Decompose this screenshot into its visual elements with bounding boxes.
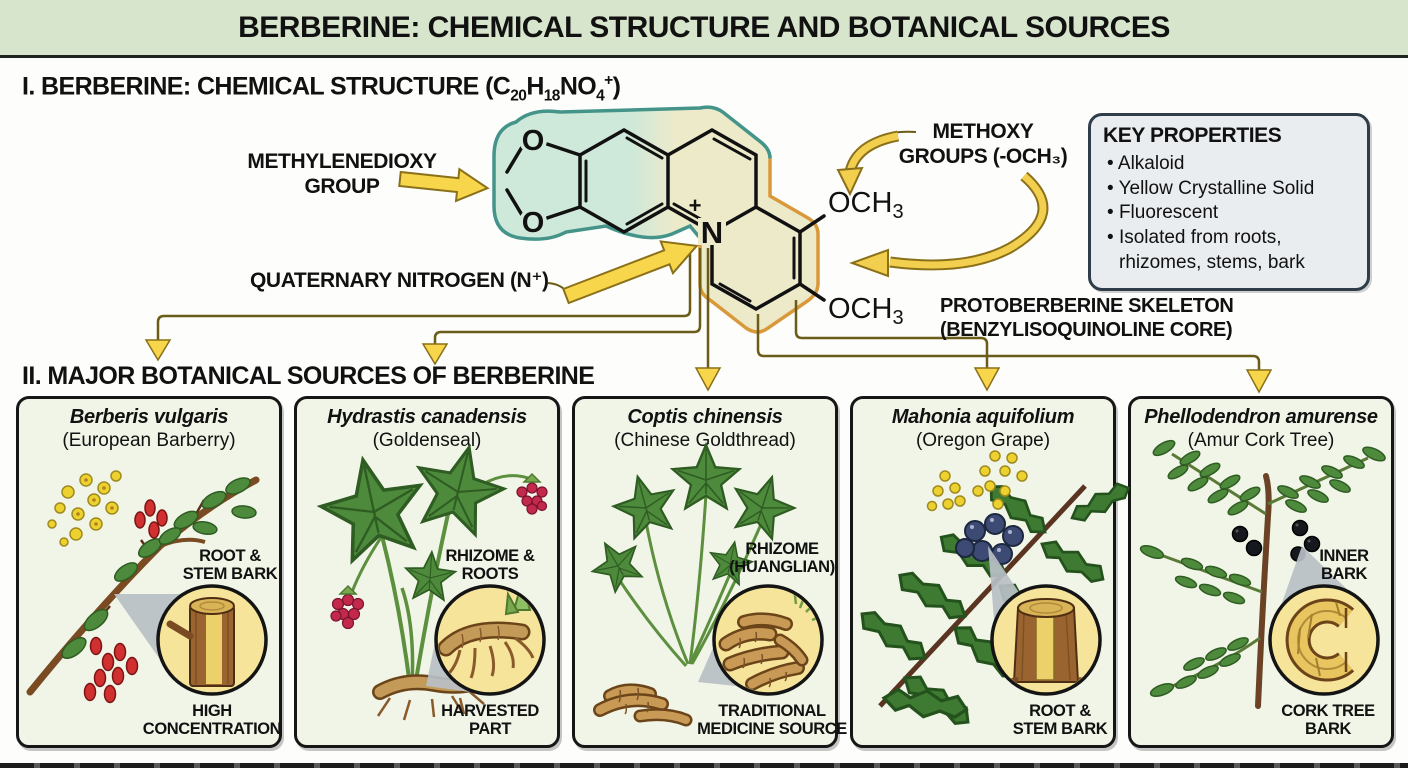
structure-highlight-blob	[494, 107, 818, 332]
note-traditional-medicine: TRADITIONAL MEDICINE SOURCE	[697, 702, 847, 739]
goldenseal-plant-illustration	[311, 435, 548, 721]
section1-heading: I. BERBERINE: CHEMICAL STRUCTURE (C20H18…	[22, 72, 621, 105]
part-label-rhizome-huanglian: RHIZOME (HUANGLIAN)	[729, 540, 835, 577]
section2-heading: II. MAJOR BOTANICAL SOURCES OF BERBERINE	[22, 362, 595, 390]
amur-cork-tree-illustration	[1139, 439, 1386, 709]
latin-name: Coptis chinensis	[627, 406, 783, 428]
list-item: • Isolated from roots, rhizomes, stems, …	[1107, 227, 1305, 273]
oxygen-bottom-label: O	[522, 207, 545, 239]
common-name: (Oregon Grape)	[915, 430, 1051, 451]
latin-name: Mahonia aquifolium	[891, 406, 1075, 428]
methoxy2-label: OCH3	[828, 293, 904, 329]
mahonia-flowers	[926, 450, 1028, 512]
note-high-concentration: HIGH CONCENTRATION	[142, 702, 282, 739]
raspberry-fruit	[330, 472, 548, 630]
protoberberine-skeleton-label: PROTOBERBERINE SKELETON (BENZYLISOQUINOL…	[940, 295, 1234, 341]
barberry-plant-illustration	[26, 470, 268, 704]
methylenedioxy-arrow	[398, 167, 490, 203]
part-label-rhizome-roots: RHIZOME & ROOTS	[445, 547, 535, 584]
list-item: • Alkaloid	[1107, 153, 1185, 174]
coptis-rhizomes	[593, 683, 693, 727]
quaternary-nitrogen-label: QUATERNARY NITROGEN (N⁺)	[250, 269, 549, 292]
orange-outline	[698, 158, 820, 334]
barberry-flowers	[47, 470, 122, 547]
teal-outline	[492, 105, 772, 241]
part-label-root-stem-bark: ROOT & STEM BARK	[182, 547, 278, 584]
atom-backplate	[519, 208, 547, 236]
bark-log-illustration	[166, 597, 235, 687]
methoxy1-label: OCH3	[828, 187, 904, 223]
connector-lines	[156, 248, 1261, 370]
page-title: BERBERINE: CHEMICAL STRUCTURE AND BOTANI…	[238, 10, 1170, 44]
note-cork-tree-bark: CORK TREE BARK	[1281, 702, 1375, 739]
latin-name: Phellodendron amurense	[1144, 406, 1378, 428]
connector-arrowheads	[144, 339, 1273, 394]
part-label-inner-bark: INNER BARK	[1319, 547, 1369, 584]
key-properties-box: KEY PROPERTIES • Alkaloid • Yellow Cryst…	[1088, 113, 1370, 291]
oxygen-top-label: O	[522, 125, 545, 157]
list-item: • Yellow Crystalline Solid	[1107, 177, 1315, 199]
list-item: • Fluorescent	[1107, 202, 1219, 224]
atom-backplate	[698, 218, 726, 245]
bark-roll-illustration	[1285, 598, 1355, 682]
methoxy-curved-arrow-2	[849, 171, 1049, 278]
common-name: (European Barberry)	[62, 430, 236, 451]
plant-illustrations	[26, 435, 1386, 734]
pinnate-leaflets	[1139, 439, 1386, 697]
nitrogen-charge-label: +	[689, 193, 702, 218]
barberry-berries	[83, 499, 168, 704]
nitrogen-label: N	[701, 215, 723, 250]
oregon-grape-plant-illustration	[853, 450, 1135, 734]
rhizome-roots-illustration	[438, 588, 535, 679]
atom-backplate	[519, 126, 547, 154]
note-root-stem-bark: ROOT & STEM BARK	[1012, 702, 1108, 739]
methoxy-curved-arrow-1	[836, 130, 900, 197]
latin-name: Hydrastis canadensis	[327, 406, 527, 428]
key-properties-title: KEY PROPERTIES	[1103, 124, 1282, 147]
methylenedioxy-label: METHYLENEDIOXY GROUP	[247, 150, 437, 198]
common-name: (Chinese Goldthread)	[614, 430, 796, 451]
quaternary-nitrogen-arrow	[562, 240, 699, 305]
latin-name: Berberis vulgaris	[69, 406, 229, 428]
title-bar: BERBERINE: CHEMICAL STRUCTURE AND BOTANI…	[0, 0, 1408, 58]
common-name: (Amur Cork Tree)	[1187, 430, 1335, 451]
root-fibers	[376, 691, 485, 721]
huanglian-rhizome-illustration	[718, 588, 820, 691]
coptis-plant-illustration	[582, 443, 824, 727]
bottom-edge-strip	[0, 763, 1408, 768]
key-properties-list: • Alkaloid • Yellow Crystalline Solid • …	[1103, 152, 1355, 275]
common-name: (Goldenseal)	[372, 430, 482, 451]
note-harvested-part: HARVESTED PART	[441, 702, 539, 739]
mahonia-berries	[955, 513, 1024, 565]
methoxy-groups-label: METHOXY GROUPS (-OCH₃)	[898, 120, 1068, 168]
